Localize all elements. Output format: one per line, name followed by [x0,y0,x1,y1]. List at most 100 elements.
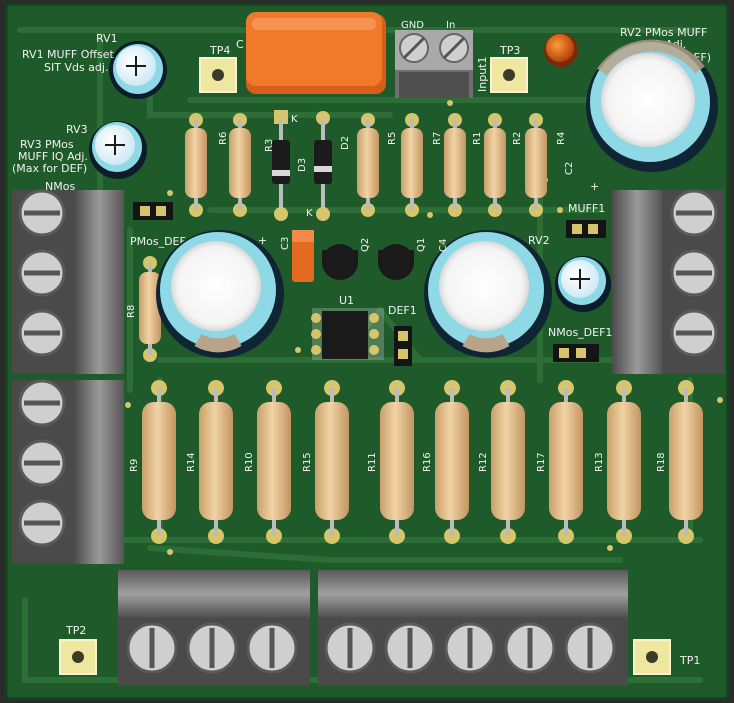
resistor-label-r12: R12 [478,452,489,472]
u1-label: U1 [339,294,354,307]
q1-transistor[interactable] [378,244,414,280]
r6-label: R6 [218,132,229,145]
resistor-r11[interactable] [380,380,414,544]
tp2-label: TP2 [65,624,86,637]
resistor-label-r18: R18 [656,452,667,472]
resistor-r7-left[interactable] [401,113,423,217]
nmos-def1-jumper[interactable] [553,344,599,362]
rv3-description-line1: RV3 PMos [20,138,74,151]
c2-electrolytic-capacitor[interactable] [586,39,718,172]
gnd-label: GND [401,20,424,31]
c4-label: C4 [438,239,449,252]
def1-jumper[interactable] [394,326,412,366]
rv3-description-line2: MUFF IQ Adj. [18,150,88,163]
resistor-r12[interactable] [491,380,525,544]
resistor-r-left-1[interactable] [185,113,207,217]
resistor-label-r9: R9 [129,459,140,472]
d2-label: D2 [340,136,351,150]
top-resistors [185,113,547,217]
rv1-label: RV1 [96,32,118,45]
def1-label: DEF1 [388,304,417,317]
rv1-description-line1: RV1 MUFF Offset [22,48,114,61]
c5-plus-mark: + [258,234,267,247]
c5-electrolytic-capacitor[interactable] [156,230,284,358]
q2-transistor[interactable] [322,244,358,280]
r1-label: R1 [472,132,483,145]
tp4-test-point[interactable] [199,57,237,93]
resistor-r18[interactable] [669,380,703,544]
resistor-label-r14: R14 [186,452,197,472]
nmos-def1-label: NMos_DEF1 [548,326,612,339]
r5-label: R5 [387,132,398,145]
left-terminal-block-upper[interactable] [12,189,124,374]
u1-ic[interactable] [311,308,384,360]
tp3-test-point[interactable] [490,57,528,93]
rv2-label: RV2 [528,234,550,247]
q1-label: Q1 [416,238,427,252]
c1-label: C [236,38,244,51]
rv3-label: RV3 [66,123,88,136]
resistor-label-r13: R13 [594,452,605,472]
resistor-label-r11: R11 [367,452,378,472]
resistor-r2[interactable] [525,113,547,217]
resistor-r13[interactable] [607,380,641,544]
muff1-jumper[interactable] [566,220,606,238]
rv2-description-line1: RV2 PMos MUFF [620,26,707,39]
resistor-r7[interactable] [444,113,466,217]
d3-label: D3 [297,158,308,172]
resistor-r17[interactable] [549,380,583,544]
c1-film-capacitor[interactable] [246,12,386,94]
left-terminal-block-lower[interactable] [12,379,124,564]
resistor-r6[interactable] [229,113,251,217]
r8-label: R8 [126,305,137,318]
resistor-label-r17: R17 [536,452,547,472]
resistor-r1[interactable] [484,113,506,217]
bottom-resistor-row: R9 R14 R10 R15 R11 R16 R12 R17 R13 R18 [129,380,703,544]
input1-terminal-block[interactable] [395,30,473,98]
rv1-description-line2: SIT Vds adj. [44,61,108,74]
pmos-def-jumper[interactable] [133,202,173,220]
resistor-r9[interactable] [142,380,176,544]
tp1-label: TP1 [679,654,700,667]
in-label: In [446,20,455,31]
d3-diode[interactable] [272,110,290,221]
tp2-test-point[interactable] [59,639,97,675]
q2-label: Q2 [360,238,371,252]
rv3-description-line3: (Max for DEF) [12,162,87,175]
led-indicator [544,33,578,67]
resistor-r10[interactable] [257,380,291,544]
right-terminal-block[interactable] [612,189,724,374]
c4-electrolytic-capacitor[interactable] [424,230,552,358]
d2-diode[interactable] [314,111,332,221]
bottom-terminal-block-right[interactable] [318,570,628,686]
tp4-label: TP4 [209,44,230,57]
pmos-def-label: PMos_DEF [130,235,186,248]
d3-k-mark: K [291,114,298,125]
resistor-r8[interactable] [139,256,161,362]
resistor-r5[interactable] [357,113,379,217]
muff1-label: MUFF1 [568,202,605,215]
r2-label: R2 [512,132,523,145]
nmos-top-label: NMos [45,180,75,193]
c3-capacitor[interactable] [292,230,314,282]
tp3-label: TP3 [499,44,520,57]
c3-label: C3 [280,237,291,250]
resistor-r15[interactable] [315,380,349,544]
bottom-terminal-block-left[interactable] [118,570,310,686]
input1-label: Input1 [476,57,489,92]
resistor-label-r10: R10 [244,452,255,472]
d2-k-mark: K [306,208,313,219]
r3-label: R3 [264,139,275,152]
tp1-test-point[interactable] [633,639,671,675]
resistor-r16[interactable] [435,380,469,544]
c2-label: C2 [564,162,575,175]
rv2-trimmer[interactable] [555,256,611,312]
resistor-label-r16: R16 [422,452,433,472]
resistor-label-r15: R15 [302,452,313,472]
r4-label: R4 [556,132,567,145]
resistor-r14[interactable] [199,380,233,544]
rv3-trimmer[interactable] [89,121,147,179]
c2-plus-mark: + [590,180,599,193]
rv1-trimmer[interactable] [109,41,167,99]
